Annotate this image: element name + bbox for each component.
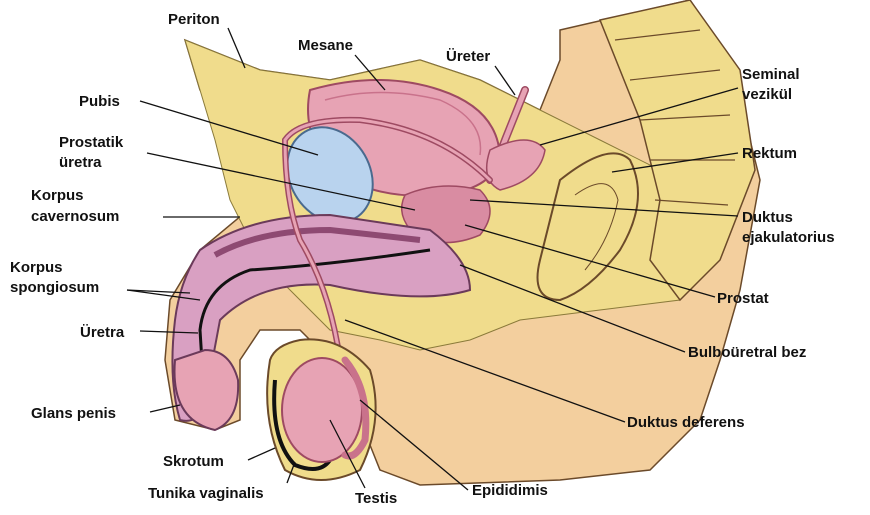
testis [282,358,362,462]
label-skrotum: Skrotum [163,453,224,470]
label-kspo-2: spongiosum [10,279,99,296]
label-kcav-1: Korpus [31,187,84,204]
label-seminal-2: vezikül [742,86,792,103]
label-periton: Periton [168,11,220,28]
label-testis: Testis [355,490,397,507]
label-duktus-def: Duktus deferens [627,414,745,431]
label-uretra: Üretra [80,324,124,341]
label-kspo-1: Korpus [10,259,63,276]
label-glans: Glans penis [31,405,116,422]
label-seminal-1: Seminal [742,66,800,83]
leader-skrotum [248,448,275,460]
label-pubis: Pubis [79,93,120,110]
label-rektum: Rektum [742,145,797,162]
label-bulbouretral: Bulboüretral bez [688,344,806,361]
label-mesane: Mesane [298,37,353,54]
label-duktus-ej-2: ejakulatorius [742,229,835,246]
label-prostat: Prostat [717,290,769,307]
label-prostatik-2: üretra [59,154,102,171]
label-prostatik-1: Prostatik [59,134,123,151]
label-kcav-2: cavernosum [31,208,119,225]
label-tunika: Tunika vaginalis [148,485,264,502]
label-ureter: Üreter [446,48,490,65]
label-duktus-ej-1: Duktus [742,209,793,226]
label-epididimis: Epididimis [472,482,548,499]
